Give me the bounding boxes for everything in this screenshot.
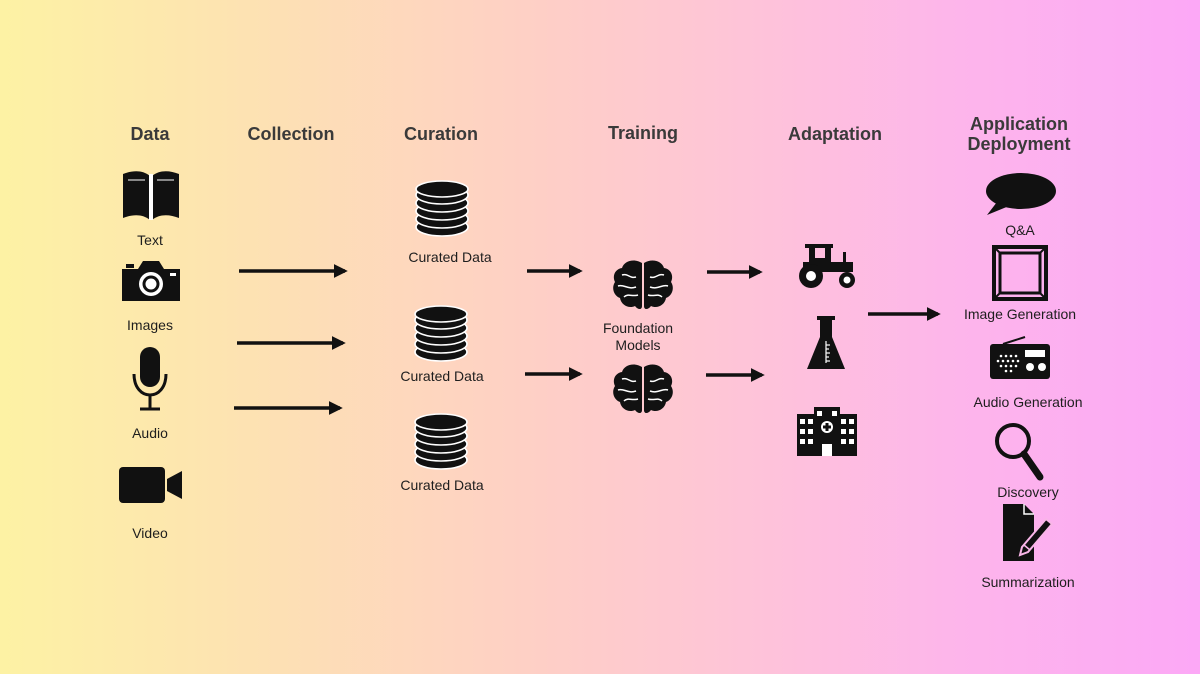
foundation-models-label: Foundation Models — [578, 320, 698, 354]
curated-data-label-3: Curated Data — [400, 477, 484, 493]
app-summarization-label: Summarization — [981, 574, 1075, 590]
database-icon — [413, 305, 469, 363]
data-text-label: Text — [137, 232, 163, 248]
flask-icon — [806, 315, 846, 371]
picture-frame-icon — [992, 245, 1048, 301]
database-icon — [413, 413, 469, 471]
database-icon — [414, 180, 470, 238]
stage-adaptation-header: Adaptation — [788, 124, 882, 144]
app-discovery-label: Discovery — [997, 484, 1059, 500]
book-icon — [121, 166, 181, 222]
radio-icon — [989, 336, 1051, 380]
curated-data-label-1: Curated Data — [408, 249, 492, 265]
app-audio-generation-label: Audio Generation — [973, 394, 1083, 410]
video-camera-icon — [118, 466, 184, 504]
microphone-icon — [132, 346, 168, 412]
document-pen-icon — [1002, 503, 1058, 563]
curated-data-label-2: Curated Data — [400, 368, 484, 384]
camera-icon — [120, 259, 182, 303]
stage-application-deployment-header: Application Deployment — [939, 114, 1099, 154]
stage-data-header: Data — [130, 124, 170, 144]
stage-application-line1: Application — [970, 114, 1068, 134]
data-video-label: Video — [132, 525, 168, 541]
foundation-line2: Models — [615, 337, 661, 353]
stage-curation-header: Curation — [404, 124, 478, 144]
speech-bubble-icon — [983, 172, 1057, 216]
brain-icon — [612, 363, 674, 415]
app-image-generation-label: Image Generation — [963, 306, 1077, 322]
data-images-label: Images — [127, 317, 173, 333]
data-audio-label: Audio — [132, 425, 168, 441]
stage-training-header: Training — [607, 123, 678, 143]
foundation-line1: Foundation — [602, 320, 674, 336]
brain-icon — [612, 259, 674, 311]
tractor-icon — [795, 242, 859, 290]
magnifying-glass-icon — [993, 421, 1045, 481]
app-qa-label: Q&A — [1005, 222, 1035, 238]
stage-collection-header: Collection — [247, 124, 335, 144]
hospital-icon — [796, 406, 858, 456]
stage-application-line2: Deployment — [967, 134, 1071, 154]
